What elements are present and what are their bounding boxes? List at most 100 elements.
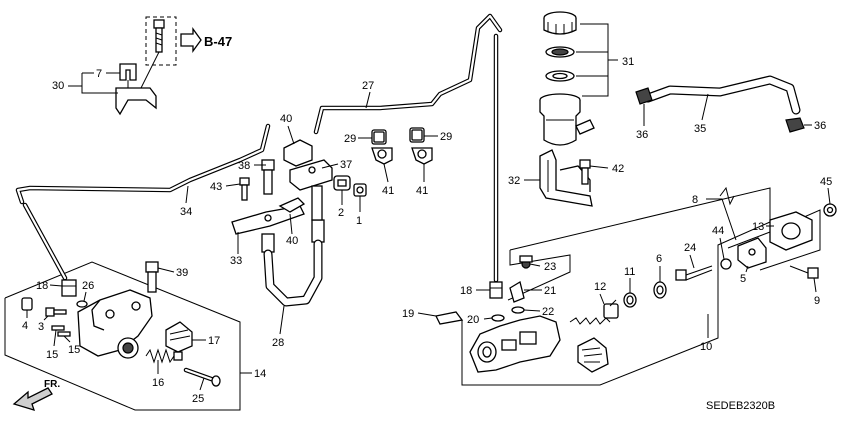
callout-3: 3 [38, 315, 49, 333]
nut-23-icon [519, 255, 533, 269]
callout-41b-label: 41 [416, 185, 428, 197]
svg-text:SEDEB2320B: SEDEB2320B [706, 400, 775, 412]
callout-30-label: 30 [52, 80, 64, 92]
reference-label: B-47 [204, 34, 232, 49]
callout-44: 44 [712, 225, 725, 260]
callout-35: 35 [694, 93, 709, 135]
bracket-lower-icon [231, 197, 306, 235]
callout-5-label: 5 [740, 273, 746, 285]
callout-6: 6 [656, 253, 662, 282]
callout-21-label: 21 [544, 285, 556, 297]
callout-23: 23 [529, 261, 556, 273]
callout-33: 33 [230, 232, 242, 267]
callout-11: 11 [624, 266, 635, 293]
group-outline-left [4, 261, 241, 411]
callout-17-label: 17 [208, 335, 220, 347]
callout-12-label: 12 [594, 281, 606, 293]
callout-43-label: 43 [210, 181, 222, 193]
callout-4: 4 [22, 310, 28, 332]
callout-27-label: 27 [362, 80, 374, 92]
callout-29a: 29 [344, 133, 372, 145]
callout-18a: 18 [36, 280, 63, 292]
callout-1-label: 1 [356, 215, 362, 227]
callout-22: 22 [523, 306, 554, 318]
pushrod-spring-12-icon [569, 299, 619, 325]
pin-9-icon [789, 265, 819, 279]
reservoir-diaphragm-icon [545, 46, 575, 58]
callout-19-label: 19 [402, 308, 414, 320]
callout-37: 37 [321, 159, 352, 171]
callout-30: 30 [52, 80, 118, 94]
callout-35-label: 35 [694, 123, 706, 135]
callout-18b-label: 18 [460, 285, 472, 297]
callout-40a-label: 40 [280, 113, 292, 125]
callout-32-label: 32 [508, 175, 520, 187]
callout-43: 43 [210, 177, 250, 201]
callout-39-label: 39 [176, 267, 188, 279]
boot-icon [577, 337, 609, 373]
callout-2: 2 [338, 190, 344, 219]
callout-8: 8 [692, 194, 737, 241]
callout-2-label: 2 [338, 207, 344, 219]
callout-38: 38 [238, 160, 266, 172]
callout-13-label: 13 [752, 221, 764, 233]
callout-16-label: 16 [152, 377, 164, 389]
reference-b47[interactable]: B-47 [145, 16, 232, 66]
callout-21: 21 [524, 285, 556, 297]
callout-37-label: 37 [340, 159, 352, 171]
front-direction-label: FR. [44, 379, 60, 390]
hose-35-icon [643, 75, 801, 115]
group-outline-reservoir-bracket [727, 209, 821, 271]
callout-39: 39 [157, 267, 188, 279]
pipe-34-icon [15, 123, 271, 281]
clamp-36a-icon [635, 87, 653, 105]
callout-44-label: 44 [712, 225, 724, 237]
callout-13: 13 [752, 221, 774, 233]
master-cylinder-body-icon [469, 315, 561, 373]
callout-17: 17 [192, 335, 220, 347]
cap-4-icon [21, 297, 33, 311]
callout-23-label: 23 [544, 261, 556, 273]
washer-26-icon [76, 300, 88, 308]
callout-32: 32 [508, 175, 540, 187]
callout-25-label: 25 [192, 393, 204, 405]
nut-44-icon [720, 258, 732, 270]
callout-6-label: 6 [656, 253, 662, 265]
cap-2-icon [333, 175, 351, 191]
callout-20-label: 20 [467, 314, 479, 326]
bleeder-21-icon [509, 280, 525, 303]
callout-34-label: 34 [180, 206, 192, 218]
boot-17-icon [165, 321, 193, 353]
callout-31: 31 [576, 23, 634, 97]
callout-14: 14 [240, 368, 266, 380]
callout-7-label: 7 [96, 68, 102, 80]
callout-19: 19 [402, 308, 437, 320]
nut-45-icon [823, 203, 837, 217]
seal-22-icon [511, 306, 525, 314]
callout-29a-label: 29 [344, 133, 356, 145]
callout-26: 26 [82, 280, 94, 302]
callout-29b: 29 [424, 131, 452, 143]
pin-15b-icon [57, 331, 71, 337]
clamp-36b-icon [785, 117, 805, 133]
callout-3-label: 3 [38, 321, 44, 333]
reservoir-cap-icon [543, 11, 577, 35]
callout-36b: 36 [804, 120, 826, 132]
fitting-18a-icon [61, 279, 77, 297]
callout-36b-label: 36 [814, 120, 826, 132]
callout-29b-label: 29 [440, 131, 452, 143]
callout-41a: 41 [382, 163, 394, 197]
callout-28: 28 [272, 305, 285, 349]
clip-41a-icon [371, 147, 393, 165]
bolt-top-icon [140, 19, 165, 89]
bleeder-3-icon [45, 307, 67, 317]
rod-25-icon [183, 367, 221, 387]
callout-8-label: 8 [692, 194, 698, 206]
grommet-29b-icon [409, 127, 425, 143]
callout-40b: 40 [286, 213, 298, 247]
callout-9: 9 [813, 277, 820, 307]
callout-5: 5 [740, 265, 749, 285]
callout-36a: 36 [636, 104, 648, 141]
plug-1-icon [353, 183, 367, 197]
